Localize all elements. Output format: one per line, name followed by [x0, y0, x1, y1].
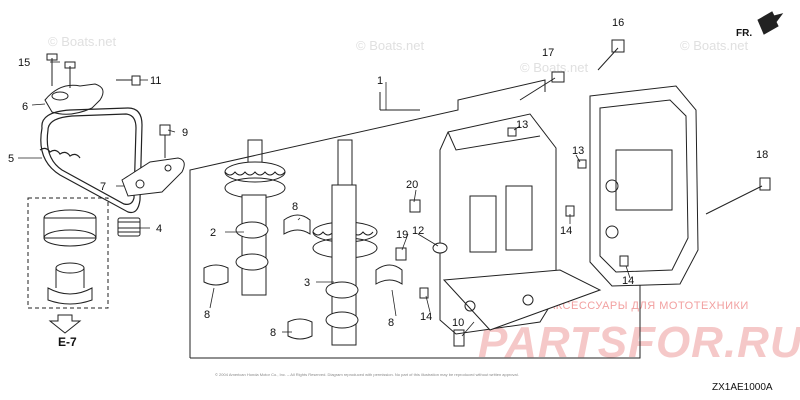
- watermark-boats-net: © Boats.net: [48, 34, 117, 49]
- camshaft-holder: [439, 113, 602, 335]
- callout-4: 4: [156, 223, 162, 235]
- callout-20: 20: [406, 179, 418, 191]
- watermark-boats-net: © Boats.net: [520, 60, 589, 75]
- callout-15: 15: [18, 57, 30, 69]
- camshaft-left: [224, 139, 286, 296]
- callout-16: 16: [612, 17, 624, 29]
- callout-12: 12: [412, 225, 424, 237]
- camshaft-right: [312, 139, 378, 346]
- leader-lines: [18, 61, 631, 337]
- cylinder-head-cover: [589, 85, 699, 287]
- callout-8: 8: [204, 309, 210, 321]
- callout-14: 14: [622, 275, 634, 287]
- callout-14: 14: [560, 225, 572, 237]
- callout-18: 18: [756, 149, 768, 161]
- diagram-code: ZX1AE1000A: [712, 382, 773, 393]
- front-arrow-icon: [757, 11, 784, 35]
- callout-8: 8: [388, 317, 394, 329]
- front-direction-label: FR.: [736, 28, 753, 39]
- cam-chain: [39, 107, 143, 214]
- assembly-outline: [189, 79, 546, 358]
- callout-6: 6: [22, 101, 28, 113]
- callout-1: 1: [377, 75, 383, 87]
- callout-7: 7: [100, 181, 106, 193]
- callout-19: 19: [396, 229, 408, 241]
- callout-8: 8: [292, 201, 298, 213]
- chain-tensioner: [121, 124, 185, 197]
- callout-9: 9: [182, 127, 188, 139]
- callout-13: 13: [572, 145, 584, 157]
- reference-e7-label: E-7: [58, 335, 77, 349]
- watermark-partsfor-logo: PARTSFOR.RU: [478, 318, 800, 367]
- callout-3: 3: [304, 277, 310, 289]
- watermark-boats-net: © Boats.net: [680, 38, 749, 53]
- bearing-holder: [44, 53, 141, 115]
- copyright-notice: © 2004 American Honda Motor Co., Inc. – …: [215, 372, 519, 377]
- callout-13: 13: [516, 119, 528, 131]
- reference-detail: [27, 197, 109, 334]
- watermark-boats-net: © Boats.net: [356, 38, 425, 53]
- callout-14: 14: [420, 311, 432, 323]
- callout-10: 10: [452, 317, 464, 329]
- callout-11: 11: [150, 75, 161, 87]
- callout-5: 5: [8, 153, 14, 165]
- callout-2: 2: [210, 227, 216, 239]
- small-sprocket: [117, 217, 141, 237]
- callout-8: 8: [270, 327, 276, 339]
- callout-17: 17: [542, 47, 554, 59]
- long-bolts: [519, 39, 771, 215]
- bearing-shell: [203, 214, 403, 340]
